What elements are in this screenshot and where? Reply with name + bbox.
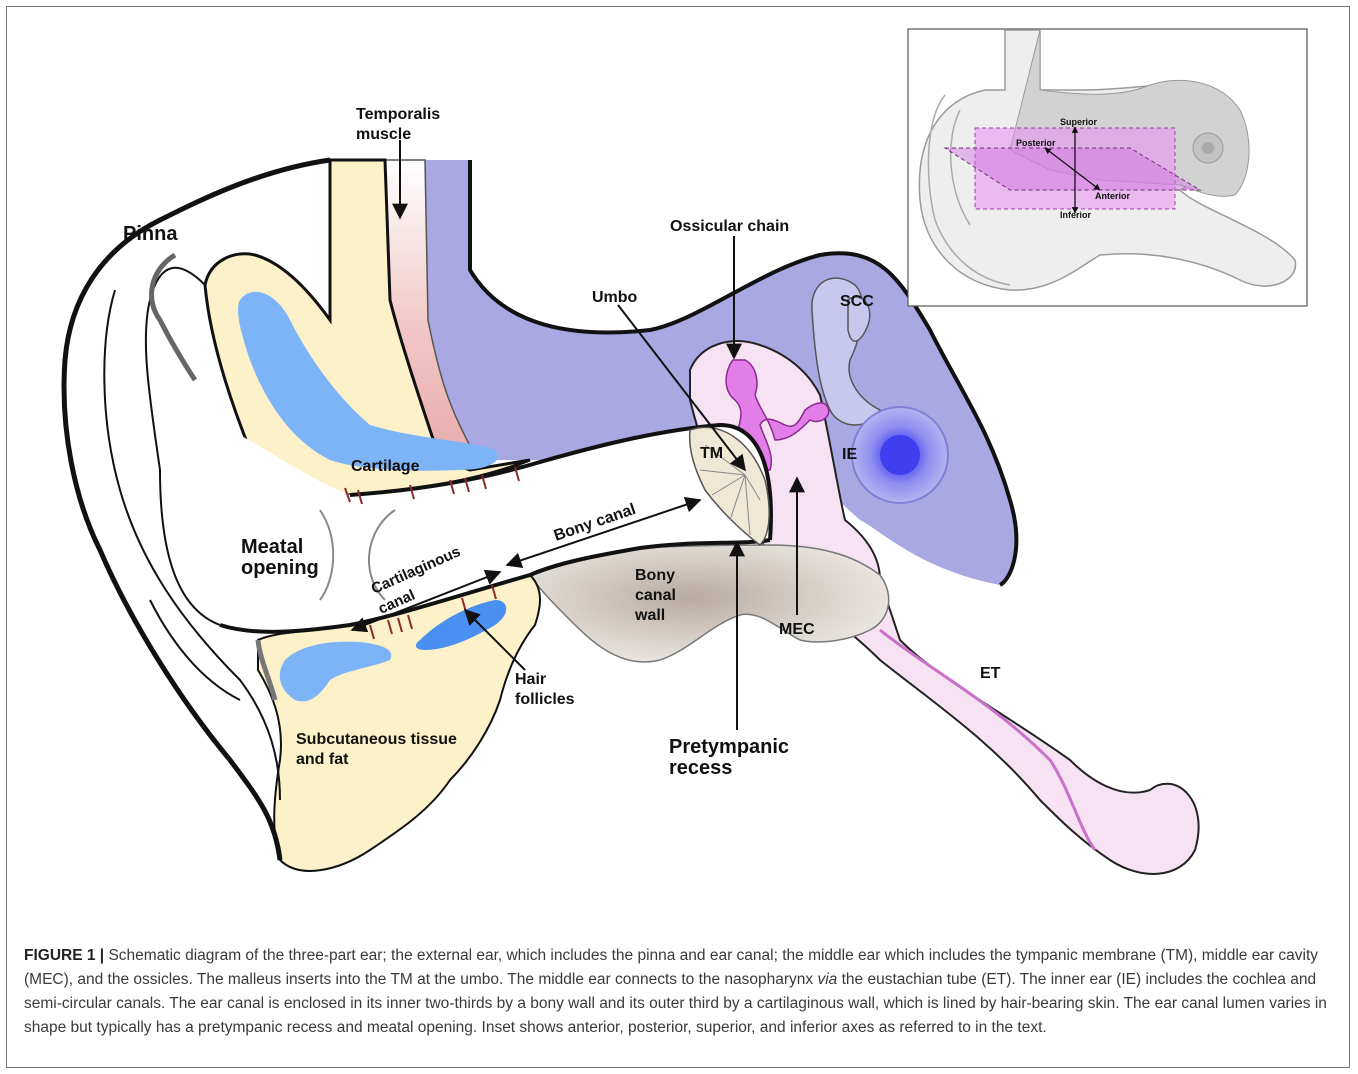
ear-diagram: Temporalis muscle Pinna Ossicular chain … <box>0 0 1358 940</box>
label-umbo: Umbo <box>592 289 638 306</box>
label-et: ET <box>980 665 1001 682</box>
label-bony-wall-1: Bony <box>635 567 675 584</box>
label-ossicular-chain: Ossicular chain <box>670 218 789 235</box>
bony-canal-wall <box>530 545 889 662</box>
label-pretympanic-1: Pretympanic <box>669 736 789 758</box>
label-tm: TM <box>700 445 723 462</box>
label-scc: SCC <box>840 293 874 310</box>
label-meatal-1: Meatal <box>241 536 303 558</box>
label-temporalis-1: Temporalis <box>356 106 440 123</box>
label-subcut-1: Subcutaneous tissue <box>296 731 457 748</box>
label-hair-2: follicles <box>515 691 575 708</box>
inset-label-inferior: Inferior <box>1060 210 1092 220</box>
label-mec: MEC <box>779 621 815 638</box>
label-hair-1: Hair <box>515 671 546 688</box>
caption-figure-label: FIGURE 1 | <box>24 947 104 964</box>
inset-label-superior: Superior <box>1060 117 1098 127</box>
label-meatal-2: opening <box>241 557 319 579</box>
label-pinna: Pinna <box>123 223 178 245</box>
figure-caption: FIGURE 1 | Schematic diagram of the thre… <box>24 944 1336 1040</box>
label-cartilage: Cartilage <box>351 458 420 475</box>
label-temporalis-2: muscle <box>356 126 411 143</box>
inset-label-posterior: Posterior <box>1016 138 1056 148</box>
caption-text-via: via <box>817 971 837 988</box>
inset-label-anterior: Anterior <box>1095 191 1131 201</box>
label-bony-wall-3: wall <box>634 607 665 624</box>
label-bony-wall-2: canal <box>635 587 676 604</box>
label-subcut-2: and fat <box>296 751 349 768</box>
inset-panel: Superior Posterior Anterior Inferior <box>908 29 1307 306</box>
label-pretympanic-2: recess <box>669 757 732 779</box>
label-ie: IE <box>842 446 857 463</box>
